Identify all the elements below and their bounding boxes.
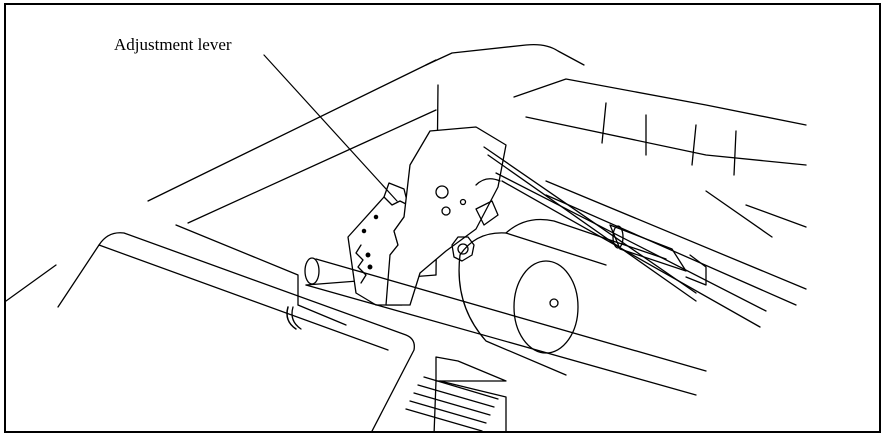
printer-mechanism-illustration [6, 43, 807, 431]
top-guide-plate [513, 78, 807, 238]
callout-leader-line [263, 54, 398, 202]
gear [451, 236, 475, 262]
left-cover-edge [6, 264, 57, 302]
paper-bail-rod [286, 257, 707, 396]
bottom-mechanism [405, 356, 507, 431]
side-plate [385, 126, 507, 306]
figure-frame: Adjustment lever [4, 3, 881, 433]
carriage-shafts [483, 146, 807, 328]
callout-label-adjustment-lever: Adjustment lever [114, 35, 232, 54]
front-cover [57, 232, 415, 431]
platen-roller [458, 218, 667, 376]
